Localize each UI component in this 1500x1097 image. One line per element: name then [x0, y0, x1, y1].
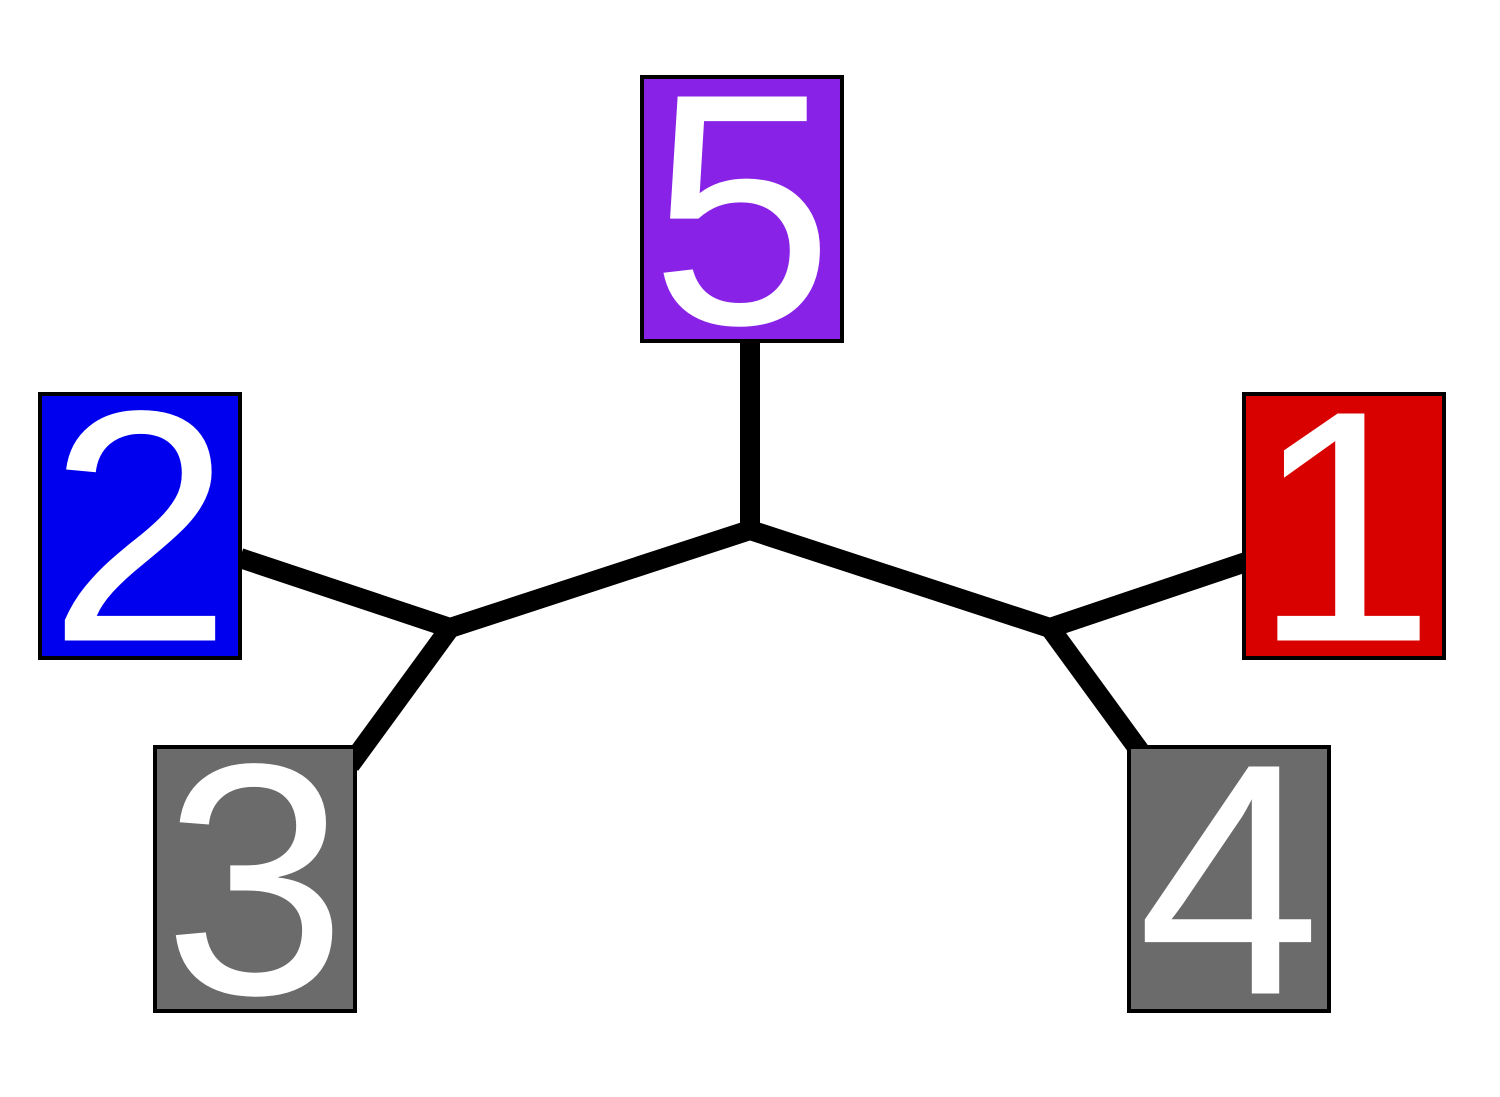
node-2-label: 2	[48, 342, 232, 711]
edge-right-junction-to-node-4	[1041, 622, 1159, 771]
node-5-label: 5	[650, 25, 834, 394]
edge-left-junction-to-node-2	[236, 548, 454, 638]
edge-right-junction-to-node-1	[1046, 552, 1250, 638]
edge-left-junction-to-node-3	[341, 622, 459, 771]
node-1-box	[1242, 392, 1446, 660]
node-2: 2	[38, 342, 242, 711]
node-3-label: 3	[163, 695, 347, 1064]
node-3: 3	[153, 695, 357, 1064]
node-3-box	[153, 745, 357, 1013]
edge-center-to-right-junction	[746, 520, 1054, 638]
node-2-box	[38, 392, 242, 660]
node-4-label: 4	[1137, 695, 1321, 1064]
node-1-label: 1	[1252, 342, 1436, 711]
node-4-box	[1127, 745, 1331, 1013]
node-5-box	[640, 75, 844, 343]
node-1: 1	[1242, 342, 1446, 711]
node-5: 5	[640, 25, 844, 394]
edges-layer	[236, 340, 1250, 771]
node-4: 4	[1127, 695, 1331, 1064]
edge-center-to-left-junction	[446, 520, 754, 638]
